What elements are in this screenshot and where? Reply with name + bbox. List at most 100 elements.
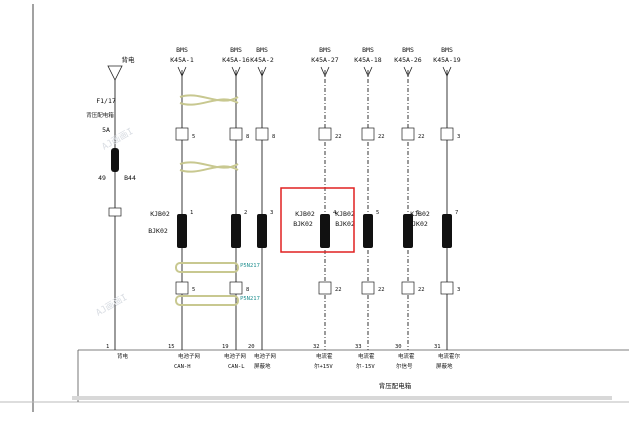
lower-connectors: 22 22 22 3: [318, 281, 460, 295]
low-conn-6: [401, 281, 415, 295]
kj-left-b: BJK02: [148, 227, 168, 235]
twist-label-2: P5N217: [240, 296, 260, 302]
twist-4: [175, 295, 239, 306]
upper-pin-1: 5: [192, 134, 195, 140]
mid-conn-2: [229, 281, 243, 295]
kj-pin-body-7: [442, 214, 452, 248]
bottom-num-4: 20: [248, 344, 255, 350]
bus-id-1: K45A-1: [170, 56, 194, 64]
upper-pin-6: 22: [418, 134, 425, 140]
bottom-sub-4: 屏蔽地: [254, 362, 271, 370]
low-conn-5: [361, 281, 375, 295]
low-conn-7: [440, 281, 454, 295]
ground-terminal: [108, 207, 122, 217]
bottom-label-5: 电流霍: [316, 352, 333, 360]
upper-pin-3: 8: [272, 134, 275, 140]
kj-pin-6: 6: [416, 210, 419, 216]
mid-conn-1: [175, 281, 189, 295]
kj-pin-body-4: [320, 214, 330, 248]
twist-2: [179, 161, 239, 173]
low-pin-7: 3: [457, 287, 460, 293]
upper-pin-4: 22: [335, 134, 342, 140]
kj-pin-body-5: [363, 214, 373, 248]
bus-id-5: K45A-18: [354, 56, 381, 64]
bus-id-6: K45A-26: [394, 56, 421, 64]
footer-label: 背压配电箱: [379, 381, 412, 390]
bottom-label-2: 电池子网: [178, 352, 201, 360]
kj-pin-2: 2: [244, 210, 247, 216]
twisted-pairs: [175, 94, 239, 306]
ground-connector-ref: B44: [124, 174, 136, 182]
bottom-label-3: 电池子网: [224, 352, 247, 360]
bottom-num-7: 30: [395, 344, 402, 350]
low-pin-5: 22: [378, 287, 385, 293]
low-pin-4: 22: [335, 287, 342, 293]
upper-connectors: 5 8 8 22 22 22 3: [175, 127, 460, 141]
twist-label-1: P5N217: [240, 263, 260, 269]
bottom-label-8: 电流霍尔: [438, 352, 461, 360]
bus-label-7: BMS: [441, 46, 453, 54]
kj-pin-body-2: [231, 214, 241, 248]
kj-pin-5: 5: [376, 210, 379, 216]
kj-pin-1: 1: [190, 210, 193, 216]
bus-label-1: BMS: [176, 46, 188, 54]
bottom-sub-2: CAN-H: [174, 364, 191, 370]
upper-pin-5: 22: [378, 134, 385, 140]
kj-pin-body-3: [257, 214, 267, 248]
watermark-2: AJ画画I: [94, 292, 129, 319]
kj-pin-7: 7: [455, 210, 458, 216]
scrollbar-track[interactable]: [72, 396, 612, 400]
kj-block: KJB02 BJK02 KJB02 BJK02 KJB02 BJK02 KJB0…: [148, 210, 458, 248]
bus-id-2: K45A-16: [222, 56, 249, 64]
fuse-desc: 背压配电箱: [86, 111, 114, 119]
bottom-sub-3: CAN-L: [228, 364, 245, 370]
bottom-num-8: 31: [434, 344, 441, 350]
bottom-label-1: 背电: [117, 352, 129, 360]
bottom-pins: 1 背电 15 电池子网 CAN-H 19 电池子网 CAN-L 20 电池子网…: [106, 344, 461, 370]
upper-conn-4: [318, 127, 332, 141]
kj-mid-c: KJB02: [335, 210, 355, 218]
mid-pin-1: 5: [192, 287, 195, 293]
twist-3: [175, 262, 239, 273]
upper-conn-6: [401, 127, 415, 141]
middle-connectors: 5 8: [175, 281, 249, 295]
bottom-label-4: 电池子网: [254, 352, 277, 360]
mid-pin-2: 8: [246, 287, 249, 293]
bottom-num-2: 15: [168, 344, 175, 350]
bottom-num-1: 1: [106, 344, 109, 350]
top-bus-labels: BMS K45A-1 BMS K45A-16 BMS K45A-2 BMS K4…: [170, 46, 461, 64]
low-conn-4: [318, 281, 332, 295]
fuse-label: F1/17: [96, 97, 116, 105]
kj-pin-body-6: [403, 214, 413, 248]
bottom-label-6: 电流霍: [358, 352, 375, 360]
ground-column: 背电 F1/17 背压配电箱 5A 49 B44: [86, 55, 136, 217]
kj-mid-d: BJK02: [335, 220, 355, 228]
bottom-sub-5: 尔+15V: [314, 362, 333, 370]
bottom-num-5: 32: [313, 344, 320, 350]
kj-mid-a: KJB02: [295, 210, 315, 218]
upper-pin-7: 3: [457, 134, 460, 140]
low-pin-6: 22: [418, 287, 425, 293]
kj-right-b: BJK02: [408, 220, 428, 228]
bottom-sub-6: 尔-15V: [356, 362, 375, 370]
bottom-sub-7: 尔信号: [396, 362, 413, 370]
bottom-num-6: 33: [355, 344, 362, 350]
ground-connector: 49: [98, 174, 106, 182]
ground-symbol: [107, 65, 123, 81]
upper-pin-2: 8: [246, 134, 249, 140]
highlight-box[interactable]: [280, 187, 355, 253]
ground-label: 背电: [122, 55, 136, 64]
bottom-num-3: 19: [222, 344, 229, 350]
upper-conn-1: [175, 127, 189, 141]
bus-label-4: BMS: [319, 46, 331, 54]
kj-pin-4: 4: [333, 210, 337, 216]
upper-conn-2: [229, 127, 243, 141]
bottom-label-7: 电流霍: [398, 352, 415, 360]
fuse-body: [111, 148, 119, 172]
bus-label-3: BMS: [256, 46, 268, 54]
wires: [114, 70, 448, 350]
kj-left-a: KJB02: [150, 210, 170, 218]
top-arrows: [177, 66, 452, 77]
